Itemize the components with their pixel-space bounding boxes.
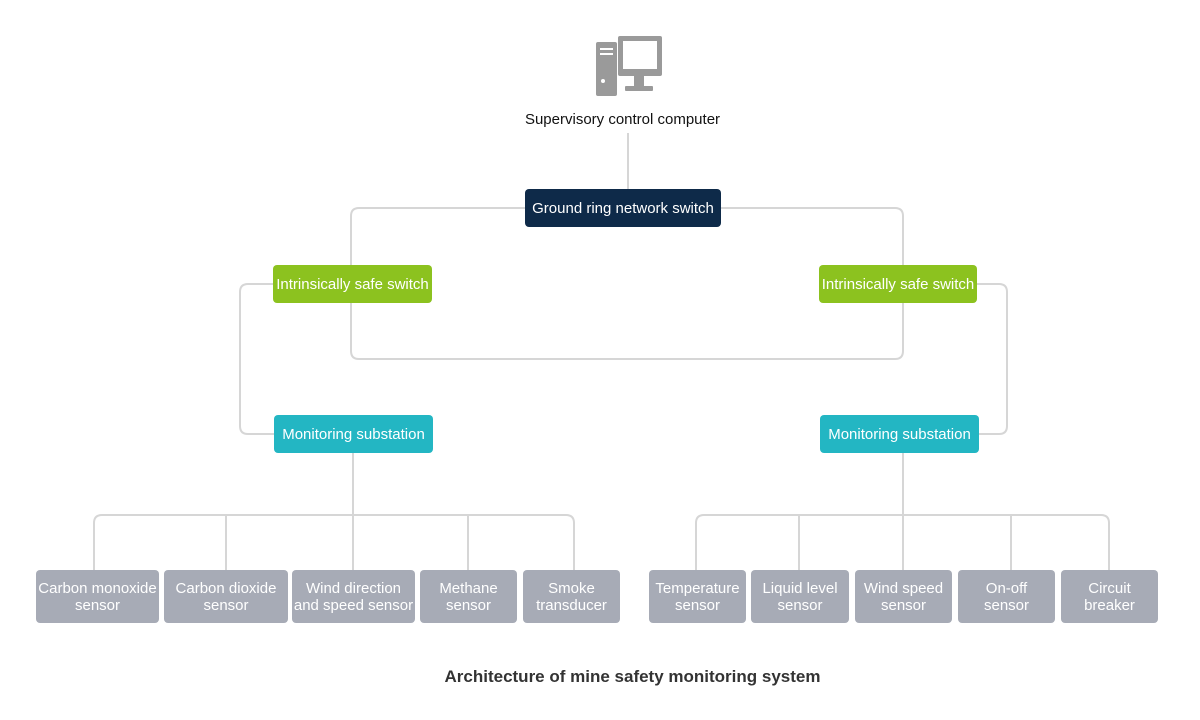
left-sensor-bus (93, 514, 575, 570)
sensor-liquid-level[interactable]: Liquid level sensor (751, 570, 849, 623)
sensor-methane[interactable]: Methane sensor (420, 570, 517, 623)
intrinsically-safe-switch-left[interactable]: Intrinsically safe switch (273, 265, 432, 303)
monitoring-substation-right[interactable]: Monitoring substation (820, 415, 979, 453)
intrinsically-safe-switch-right[interactable]: Intrinsically safe switch (819, 265, 977, 303)
sensor-temperature[interactable]: Temperature sensor (649, 570, 746, 623)
computer-label: Supervisory control computer (524, 111, 721, 128)
link-ground-safe-right (720, 207, 904, 265)
desktop-computer-icon[interactable] (595, 36, 663, 98)
circuit-breaker[interactable]: Circuit breaker (1061, 570, 1158, 623)
sensor-wind-speed[interactable]: Wind speed sensor (855, 570, 952, 623)
ring-link (350, 303, 904, 360)
diagram-caption: Architecture of mine safety monitoring s… (444, 667, 821, 686)
sensor-carbon-dioxide[interactable]: Carbon dioxide sensor (164, 570, 288, 623)
sensor-on-off[interactable]: On-off sensor (958, 570, 1055, 623)
sensor-carbon-monoxide[interactable]: Carbon monoxide sensor (36, 570, 159, 623)
ground-ring-network-switch[interactable]: Ground ring network switch (525, 189, 721, 227)
sensor-wind-direction-speed[interactable]: Wind direction and speed sensor (292, 570, 415, 623)
right-sensor-bus (695, 514, 1110, 570)
monitoring-substation-left[interactable]: Monitoring substation (274, 415, 433, 453)
link-safe-sub-left (239, 283, 274, 435)
smoke-transducer[interactable]: Smoke transducer (523, 570, 620, 623)
link-ground-safe-left (350, 207, 525, 265)
link-safe-sub-right (977, 283, 1008, 435)
